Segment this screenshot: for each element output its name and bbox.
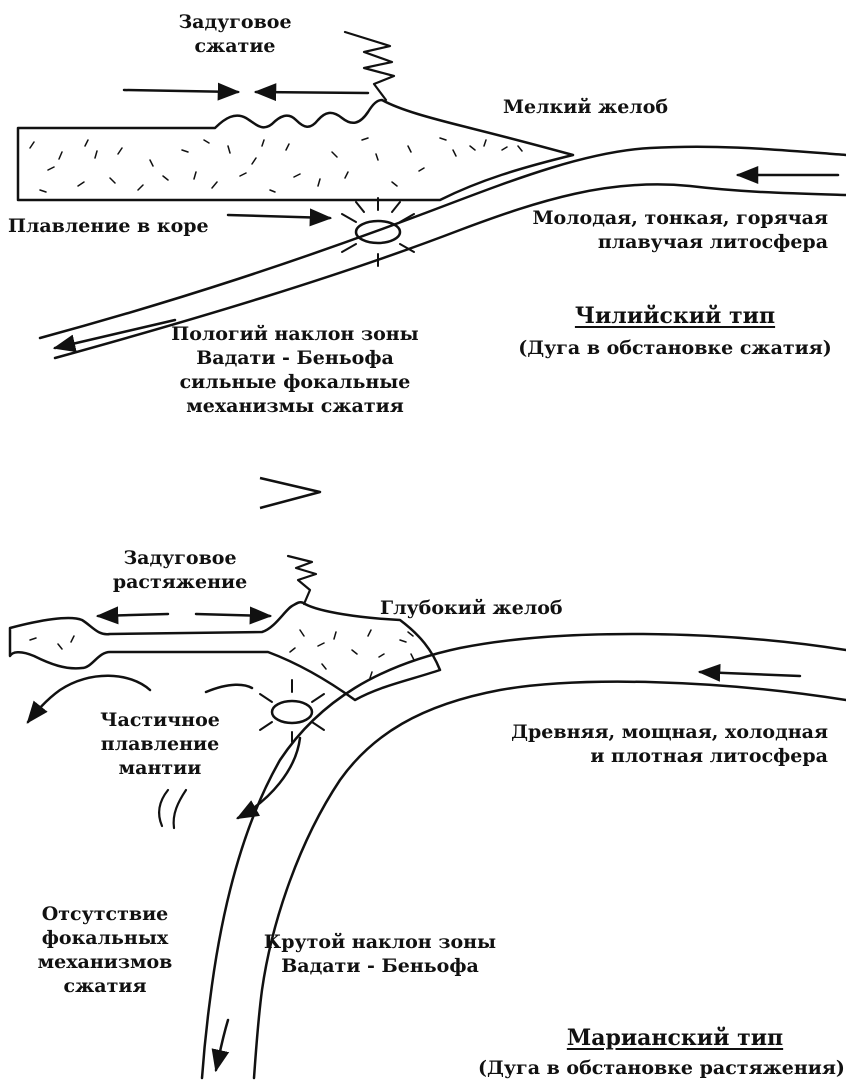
mantle-melting-line-2: плавление: [90, 732, 230, 756]
crust-texture-bottom: [30, 630, 414, 678]
no-focal-line-4: сжатия: [30, 974, 180, 998]
deep-trench-label: Глубокий желоб: [380, 596, 563, 620]
overriding-crust: [18, 100, 573, 200]
flow-symbol: [260, 478, 320, 508]
backarc-arrow-left: [256, 92, 368, 93]
shallow-dip-label: Пологий наклон зоны Вадати - Беньофа сил…: [155, 322, 435, 418]
crustal-melt-body: [356, 221, 400, 243]
extension-arrow-left: [98, 614, 168, 616]
crustal-melting-label: Плавление в коре: [8, 214, 209, 238]
shallow-dip-line-3: сильные фокальные: [155, 370, 435, 394]
plate-motion-arrow-bottom: [700, 672, 800, 676]
shallow-dip-line-1: Пологий наклон зоны: [155, 322, 435, 346]
steep-dip-line-1: Крутой наклон зоны: [260, 930, 500, 954]
mantle-flow-arc: [206, 685, 252, 692]
young-lithosphere-line-2: плавучая литосфера: [532, 230, 828, 254]
no-focal-line-3: механизмов: [30, 950, 180, 974]
mantle-melting-line-1: Частичное: [90, 708, 230, 732]
old-lithosphere-line-2: и плотная литосфера: [511, 744, 828, 768]
steep-dip-label: Крутой наклон зоны Вадати - Беньофа: [260, 930, 500, 978]
backarc-line-2: сжатие: [150, 34, 320, 58]
shallow-dip-line-4: механизмы сжатия: [155, 394, 435, 418]
young-lithosphere-line-1: Молодая, тонкая, горячая: [532, 206, 828, 230]
steep-dip-line-2: Вадати - Беньофа: [260, 954, 500, 978]
backarc-extension-label: Задуговое растяжение: [95, 546, 265, 594]
upwelling-marks: [159, 790, 186, 828]
mariana-type-subtitle: (Дуга в обстановке растяжения): [478, 1056, 842, 1080]
mantle-melt-body: [272, 701, 312, 723]
shallow-trench-label: Мелкий желоб: [503, 95, 668, 119]
volcano-plume-bottom: [288, 556, 316, 604]
shallow-dip-line-2: Вадати - Беньофа: [155, 346, 435, 370]
no-focal-mechanisms-label: Отсутствие фокальных механизмов сжатия: [30, 902, 180, 998]
backarc-ext-line-2: растяжение: [95, 570, 265, 594]
backarc-arrow-right: [124, 90, 238, 92]
mantle-melting-line-3: мантии: [90, 756, 230, 780]
crust-texture: [30, 138, 522, 192]
crustal-melting-arrow: [228, 215, 330, 218]
slab-descent-arrow-bottom: [216, 1020, 228, 1070]
extension-arrow-right: [196, 614, 270, 616]
melt-rays: [342, 198, 414, 266]
mariana-type-title: Марианский тип: [540, 1026, 810, 1050]
young-lithosphere-label: Молодая, тонкая, горячая плавучая литосф…: [532, 206, 828, 254]
backarc-ext-line-1: Задуговое: [95, 546, 265, 570]
old-lithosphere-line-1: Древняя, мощная, холодная: [511, 720, 828, 744]
chilean-type-subtitle: (Дуга в обстановке сжатия): [515, 336, 835, 360]
volcano-plume: [345, 32, 394, 100]
backarc-compression-label: Задуговое сжатие: [150, 10, 320, 58]
backarc-line-1: Задуговое: [150, 10, 320, 34]
old-lithosphere-label: Древняя, мощная, холодная и плотная лито…: [511, 720, 828, 768]
mantle-melting-label: Частичное плавление мантии: [90, 708, 230, 780]
no-focal-line-1: Отсутствие: [30, 902, 180, 926]
chilean-type-title: Чилийский тип: [540, 304, 810, 328]
no-focal-line-2: фокальных: [30, 926, 180, 950]
mariana-type-panel: [10, 556, 846, 1078]
mantle-melt-rays: [260, 680, 324, 742]
